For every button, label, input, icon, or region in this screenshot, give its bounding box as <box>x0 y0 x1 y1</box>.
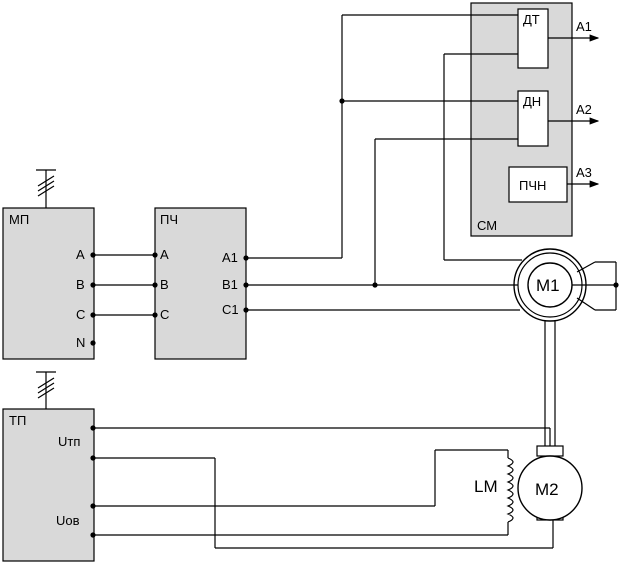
dt-sensor-box <box>517 8 549 69</box>
m2-motor: M2 <box>517 445 583 521</box>
mp-terminal-n: N <box>76 335 85 350</box>
mp-block: МП A B C N <box>2 207 96 360</box>
pch-input-b: B <box>160 277 169 292</box>
tp-title: ТП <box>9 413 26 428</box>
sm-title: СМ <box>477 218 497 233</box>
tp-terminal-utp: Uтп <box>58 434 80 449</box>
pch-output-b1: B1 <box>222 277 238 292</box>
pch-output-a1: A1 <box>222 250 238 265</box>
m1-motor: M1 <box>513 248 619 322</box>
mp-terminal-c: C <box>76 307 85 322</box>
m2-label: M2 <box>535 480 559 499</box>
sm-output-a1: A1 <box>576 19 592 34</box>
shaft <box>544 321 556 446</box>
mp-terminal-b: B <box>76 277 85 292</box>
mp-pch-wires <box>93 254 155 316</box>
pchn-label: ПЧН <box>519 178 546 193</box>
pch-output-wires <box>246 14 522 311</box>
sm-output-a2: A2 <box>576 102 592 117</box>
tp-block: ТП Uтп Uов <box>2 408 96 562</box>
mp-terminal-a: A <box>76 247 85 262</box>
sm-block: СМ ДТ ДН ПЧН <box>470 2 573 237</box>
field-winding-lm: LM <box>474 457 514 523</box>
sm-outputs: A1 A2 A3 <box>548 19 600 188</box>
dn-sensor-box <box>517 90 549 147</box>
dn-label: ДН <box>523 94 541 109</box>
pch-title: ПЧ <box>160 212 178 227</box>
sm-output-a3: A3 <box>576 165 592 180</box>
pch-block: ПЧ A B C A1 B1 C1 <box>152 207 249 360</box>
dt-label: ДТ <box>523 12 540 27</box>
lm-label: LM <box>474 477 498 496</box>
mp-title: МП <box>9 212 29 227</box>
pch-input-c: C <box>160 307 169 322</box>
tp-wires <box>93 427 554 549</box>
tp-supply-symbol <box>36 371 56 409</box>
pch-output-c1: C1 <box>222 302 239 317</box>
mp-supply-symbol <box>36 169 56 208</box>
m1-label: M1 <box>536 276 560 295</box>
pch-input-a: A <box>160 247 169 262</box>
tp-terminal-uov: Uов <box>56 513 80 528</box>
